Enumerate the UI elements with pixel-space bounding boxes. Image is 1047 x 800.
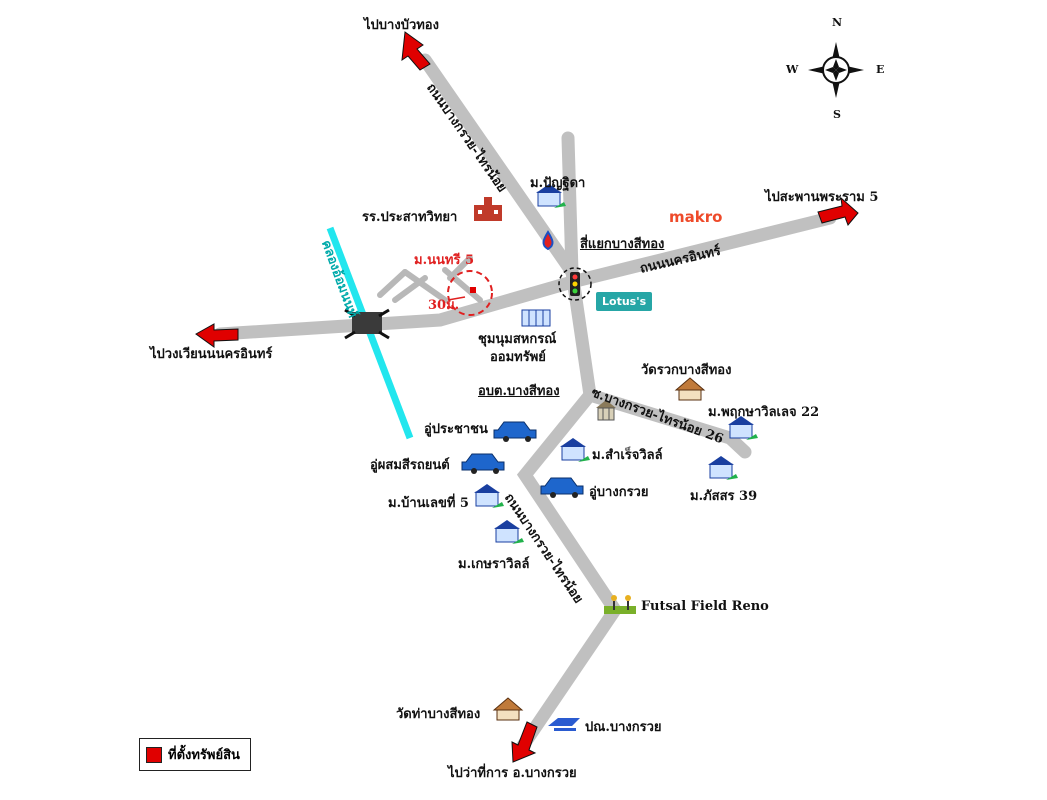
place-garage-prachachon: อู่ประชาชน: [424, 422, 488, 437]
place-coop-line1: ชุมนุมสหกรณ์: [478, 332, 557, 347]
arrow-bang-bua-thong: [401, 31, 431, 71]
road-nakhon-in: [213, 211, 837, 341]
lotus-logo: Lotus's: [596, 292, 653, 311]
property-circle: [447, 270, 493, 316]
bridge-symbol: [344, 308, 390, 340]
compass-north: N: [832, 16, 843, 29]
compass-south: S: [833, 108, 841, 121]
compass-west: W: [786, 63, 799, 76]
compass-east: E: [876, 63, 885, 76]
place-post-office: ปณ.บางกรวย: [585, 720, 662, 735]
place-m-phatsorn: ม.ภัสสร 39: [690, 489, 758, 504]
coop-building-icon: [521, 309, 551, 327]
gas-station-icon: [542, 230, 554, 251]
garage-icons: [461, 421, 584, 498]
property-marker: [470, 287, 476, 293]
place-school: รร.ประสาทวิทยา: [362, 210, 458, 225]
place-pruksa22: ม.พฤกษาวิลเลจ 22: [708, 405, 820, 420]
village-icon-panyatida: [536, 184, 566, 208]
destination-rama5: ไปสะพานพระราม 5: [765, 190, 879, 205]
makro-logo: makro: [669, 208, 723, 226]
village-icon-ban-lek: [474, 484, 504, 508]
government-office-icon: [596, 400, 616, 421]
destination-wongwian: ไปวงเวียนนนครอินทร์: [150, 347, 273, 362]
village-icon-samrej: [560, 438, 590, 462]
place-futsal: Futsal Field Reno: [641, 599, 769, 614]
village-icons: [474, 184, 758, 544]
place-m-ban-lek: ม.บ้านเลขที่ 5: [388, 496, 469, 511]
arrow-rama5: [817, 196, 859, 226]
car-icon-phasom: [461, 453, 505, 474]
village-icon-kaset: [494, 520, 524, 544]
compass-rose: [808, 42, 864, 98]
property-name-label: ม.นนทรี 5: [414, 253, 474, 268]
traffic-light-circle: [558, 267, 592, 301]
place-garage-bang-kruai: อู่บางกรวย: [589, 485, 649, 500]
car-icon-bang-kruai: [540, 477, 584, 498]
distance-marker: [447, 296, 466, 301]
temple-icon-wat-tha: [492, 697, 524, 721]
arrow-amphoe: [511, 721, 538, 763]
place-m-samrej: ม.สำเร็จวิลล์: [592, 448, 663, 463]
legend-label: ที่ตั้งทรัพย์สิน: [168, 748, 240, 763]
futsal-icon: [604, 595, 636, 614]
side-streets: [377, 255, 483, 303]
traffic-light-icon: [570, 272, 580, 296]
village-icon-pruksa: [728, 416, 758, 440]
car-icon-prachachon: [493, 421, 537, 442]
legend-swatch: [146, 746, 162, 763]
place-wat-rak: วัดรวกบางสีทอง: [641, 363, 732, 378]
map-legend: ที่ตั้งทรัพย์สิน: [139, 738, 251, 771]
place-obt: อบต.บางสีทอง: [478, 384, 560, 399]
place-coop-line2: ออมทรัพย์: [490, 350, 546, 365]
post-office-icon: [548, 718, 580, 731]
destination-bang-bua-thong: ไปบางบัวทอง: [364, 18, 439, 33]
place-m-panyatida: ม.ปัญฐิดา: [530, 176, 586, 191]
place-wat-tha: วัดท่าบางสีทอง: [396, 707, 481, 722]
destination-arrows: [195, 31, 859, 763]
place-garage-phasom: อู่ผสมสีรถยนต์: [370, 458, 450, 473]
school-icon: [474, 197, 502, 221]
property-distance-label: 30ม.: [428, 298, 460, 313]
temple-icon-wat-rak: [674, 377, 706, 401]
destination-amphoe: ไปว่าที่การ อ.บางกรวย: [448, 766, 577, 781]
arrow-wongwian: [195, 323, 239, 348]
junction-label: สี่แยกบางสีทอง: [580, 237, 665, 252]
road-bang-kruai-sai-noi-south: [513, 265, 623, 757]
road-stub-north: [561, 131, 579, 279]
village-icon-phatsorn: [708, 456, 738, 480]
place-m-kaset: ม.เกษราวิลล์: [458, 557, 530, 572]
